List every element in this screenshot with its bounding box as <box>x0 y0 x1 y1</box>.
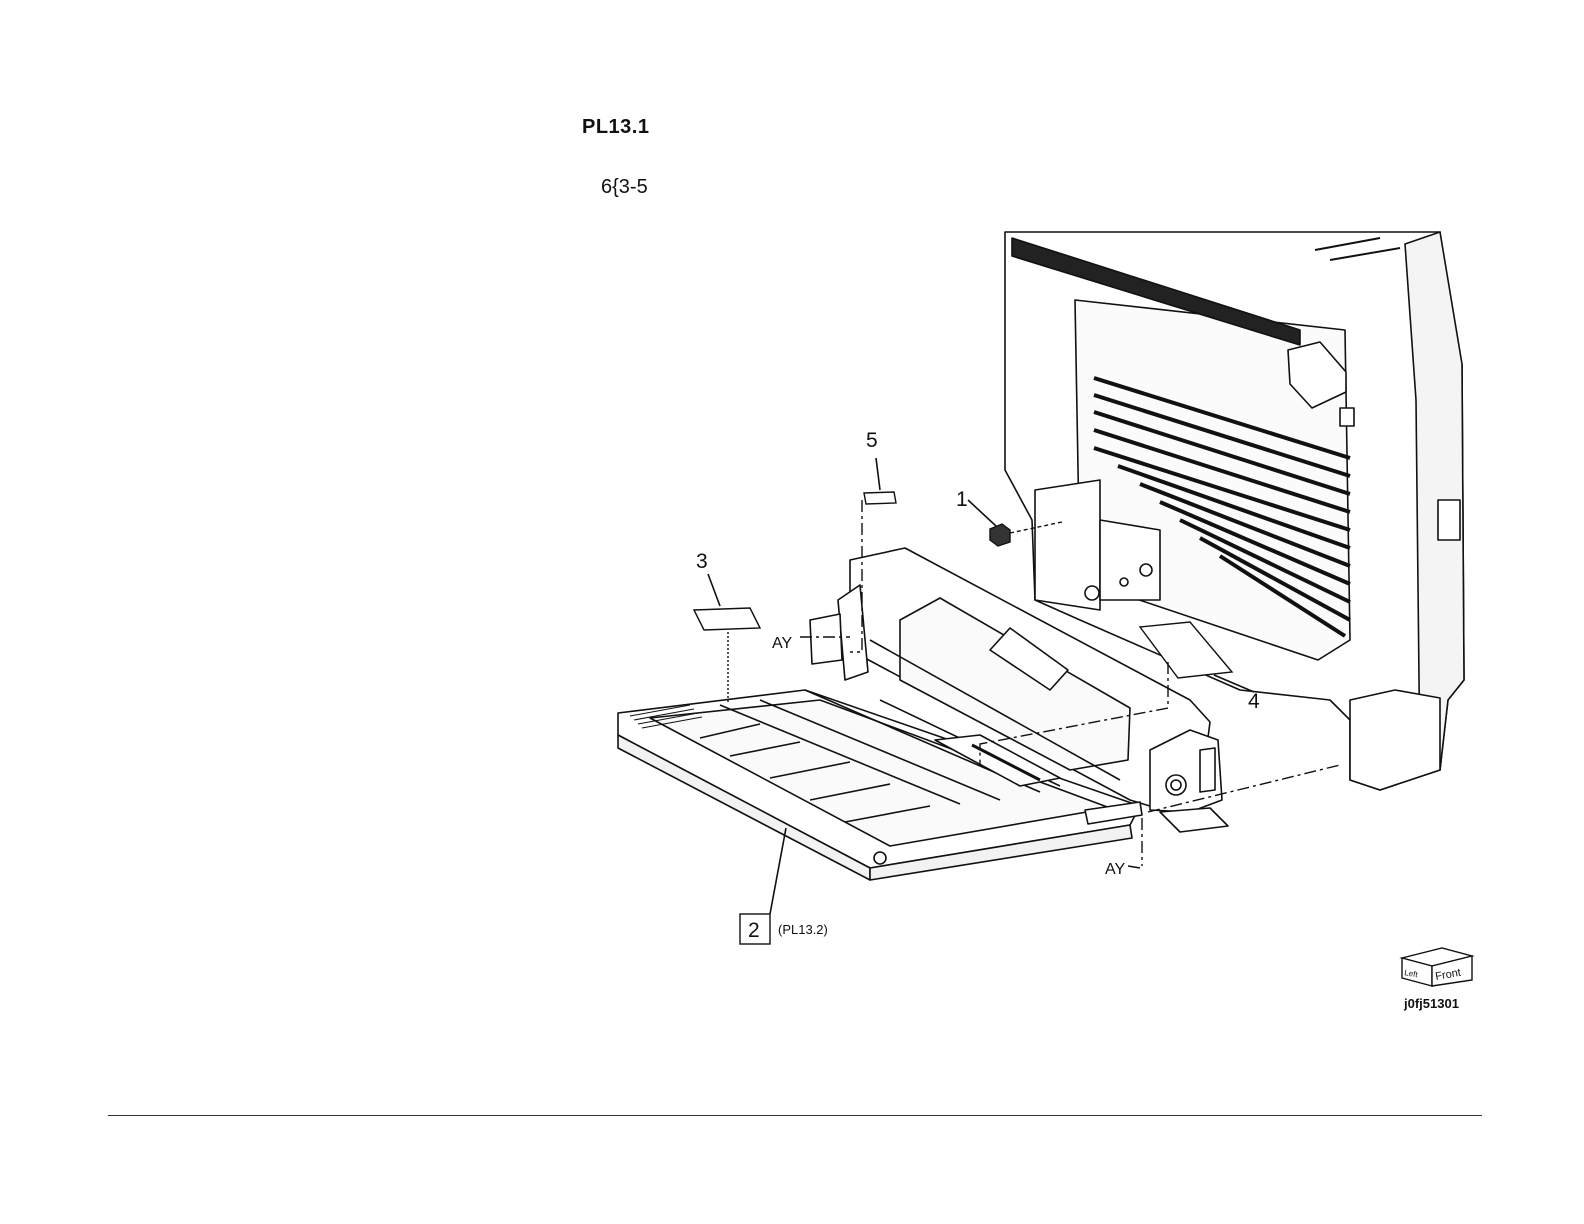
callout-item-4: 4 <box>1248 690 1260 713</box>
part-5-label <box>864 492 896 504</box>
callout-item-1: 1 <box>956 488 968 511</box>
screw-callout-ay-right: AY <box>1105 861 1125 878</box>
callout-item-5: 5 <box>866 429 878 452</box>
callout-item-2-reference: (PL13.2) <box>778 922 828 937</box>
callout-item-2: 2 <box>748 919 760 942</box>
part-3-label <box>694 608 760 702</box>
footer-divider <box>108 1115 1482 1116</box>
callout-item-3: 3 <box>696 550 708 573</box>
screw-callout-ay-left: AY <box>772 635 792 652</box>
figure-id: j0fj51301 <box>1403 996 1459 1011</box>
